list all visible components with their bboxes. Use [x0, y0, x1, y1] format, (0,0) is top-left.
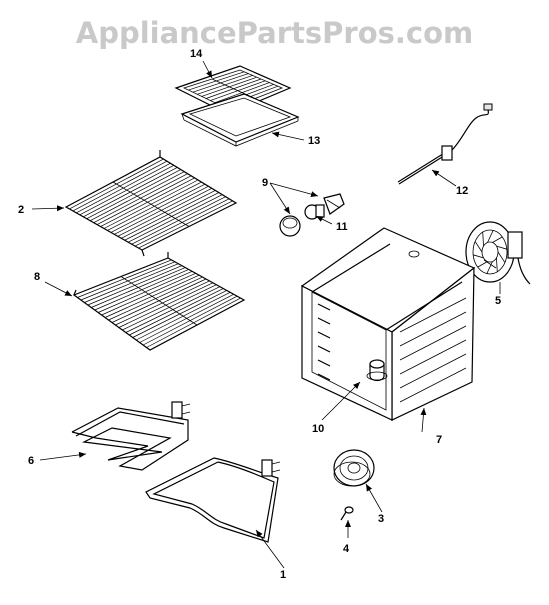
callout-8: 8: [34, 271, 40, 283]
leader-lines: [31, 60, 501, 569]
oven-rack-lower: [72, 252, 246, 351]
callout-11: 11: [336, 221, 348, 233]
callout-5: 5: [495, 295, 501, 307]
callout-2: 2: [18, 204, 24, 216]
callout-4: 4: [343, 543, 350, 555]
oven-rack-upper: [64, 150, 238, 257]
callout-3: 3: [378, 513, 384, 525]
convection-fan-motor: [465, 221, 531, 285]
broil-element: [71, 401, 191, 471]
callout-6: 6: [28, 455, 34, 467]
callout-1: 1: [280, 569, 286, 581]
oven-light-assembly: [279, 193, 345, 237]
callout-7: 7: [436, 434, 442, 446]
screw: [340, 506, 354, 521]
callout-10: 10: [312, 423, 324, 435]
callout-labels: 1 2 3 4 5 6 7 8 9 10 11 12 13 14: [18, 48, 501, 581]
callout-14: 14: [190, 48, 203, 60]
oven-cavity: [300, 227, 476, 421]
temperature-sensor: [397, 103, 493, 185]
fan-cover: [333, 449, 375, 487]
watermark: AppliancePartsPros.com: [75, 16, 474, 50]
callout-12: 12: [456, 185, 468, 197]
broiler-pan: [180, 93, 300, 147]
bake-element: [145, 457, 281, 543]
callout-13: 13: [308, 135, 320, 147]
callout-9: 9: [262, 177, 268, 189]
